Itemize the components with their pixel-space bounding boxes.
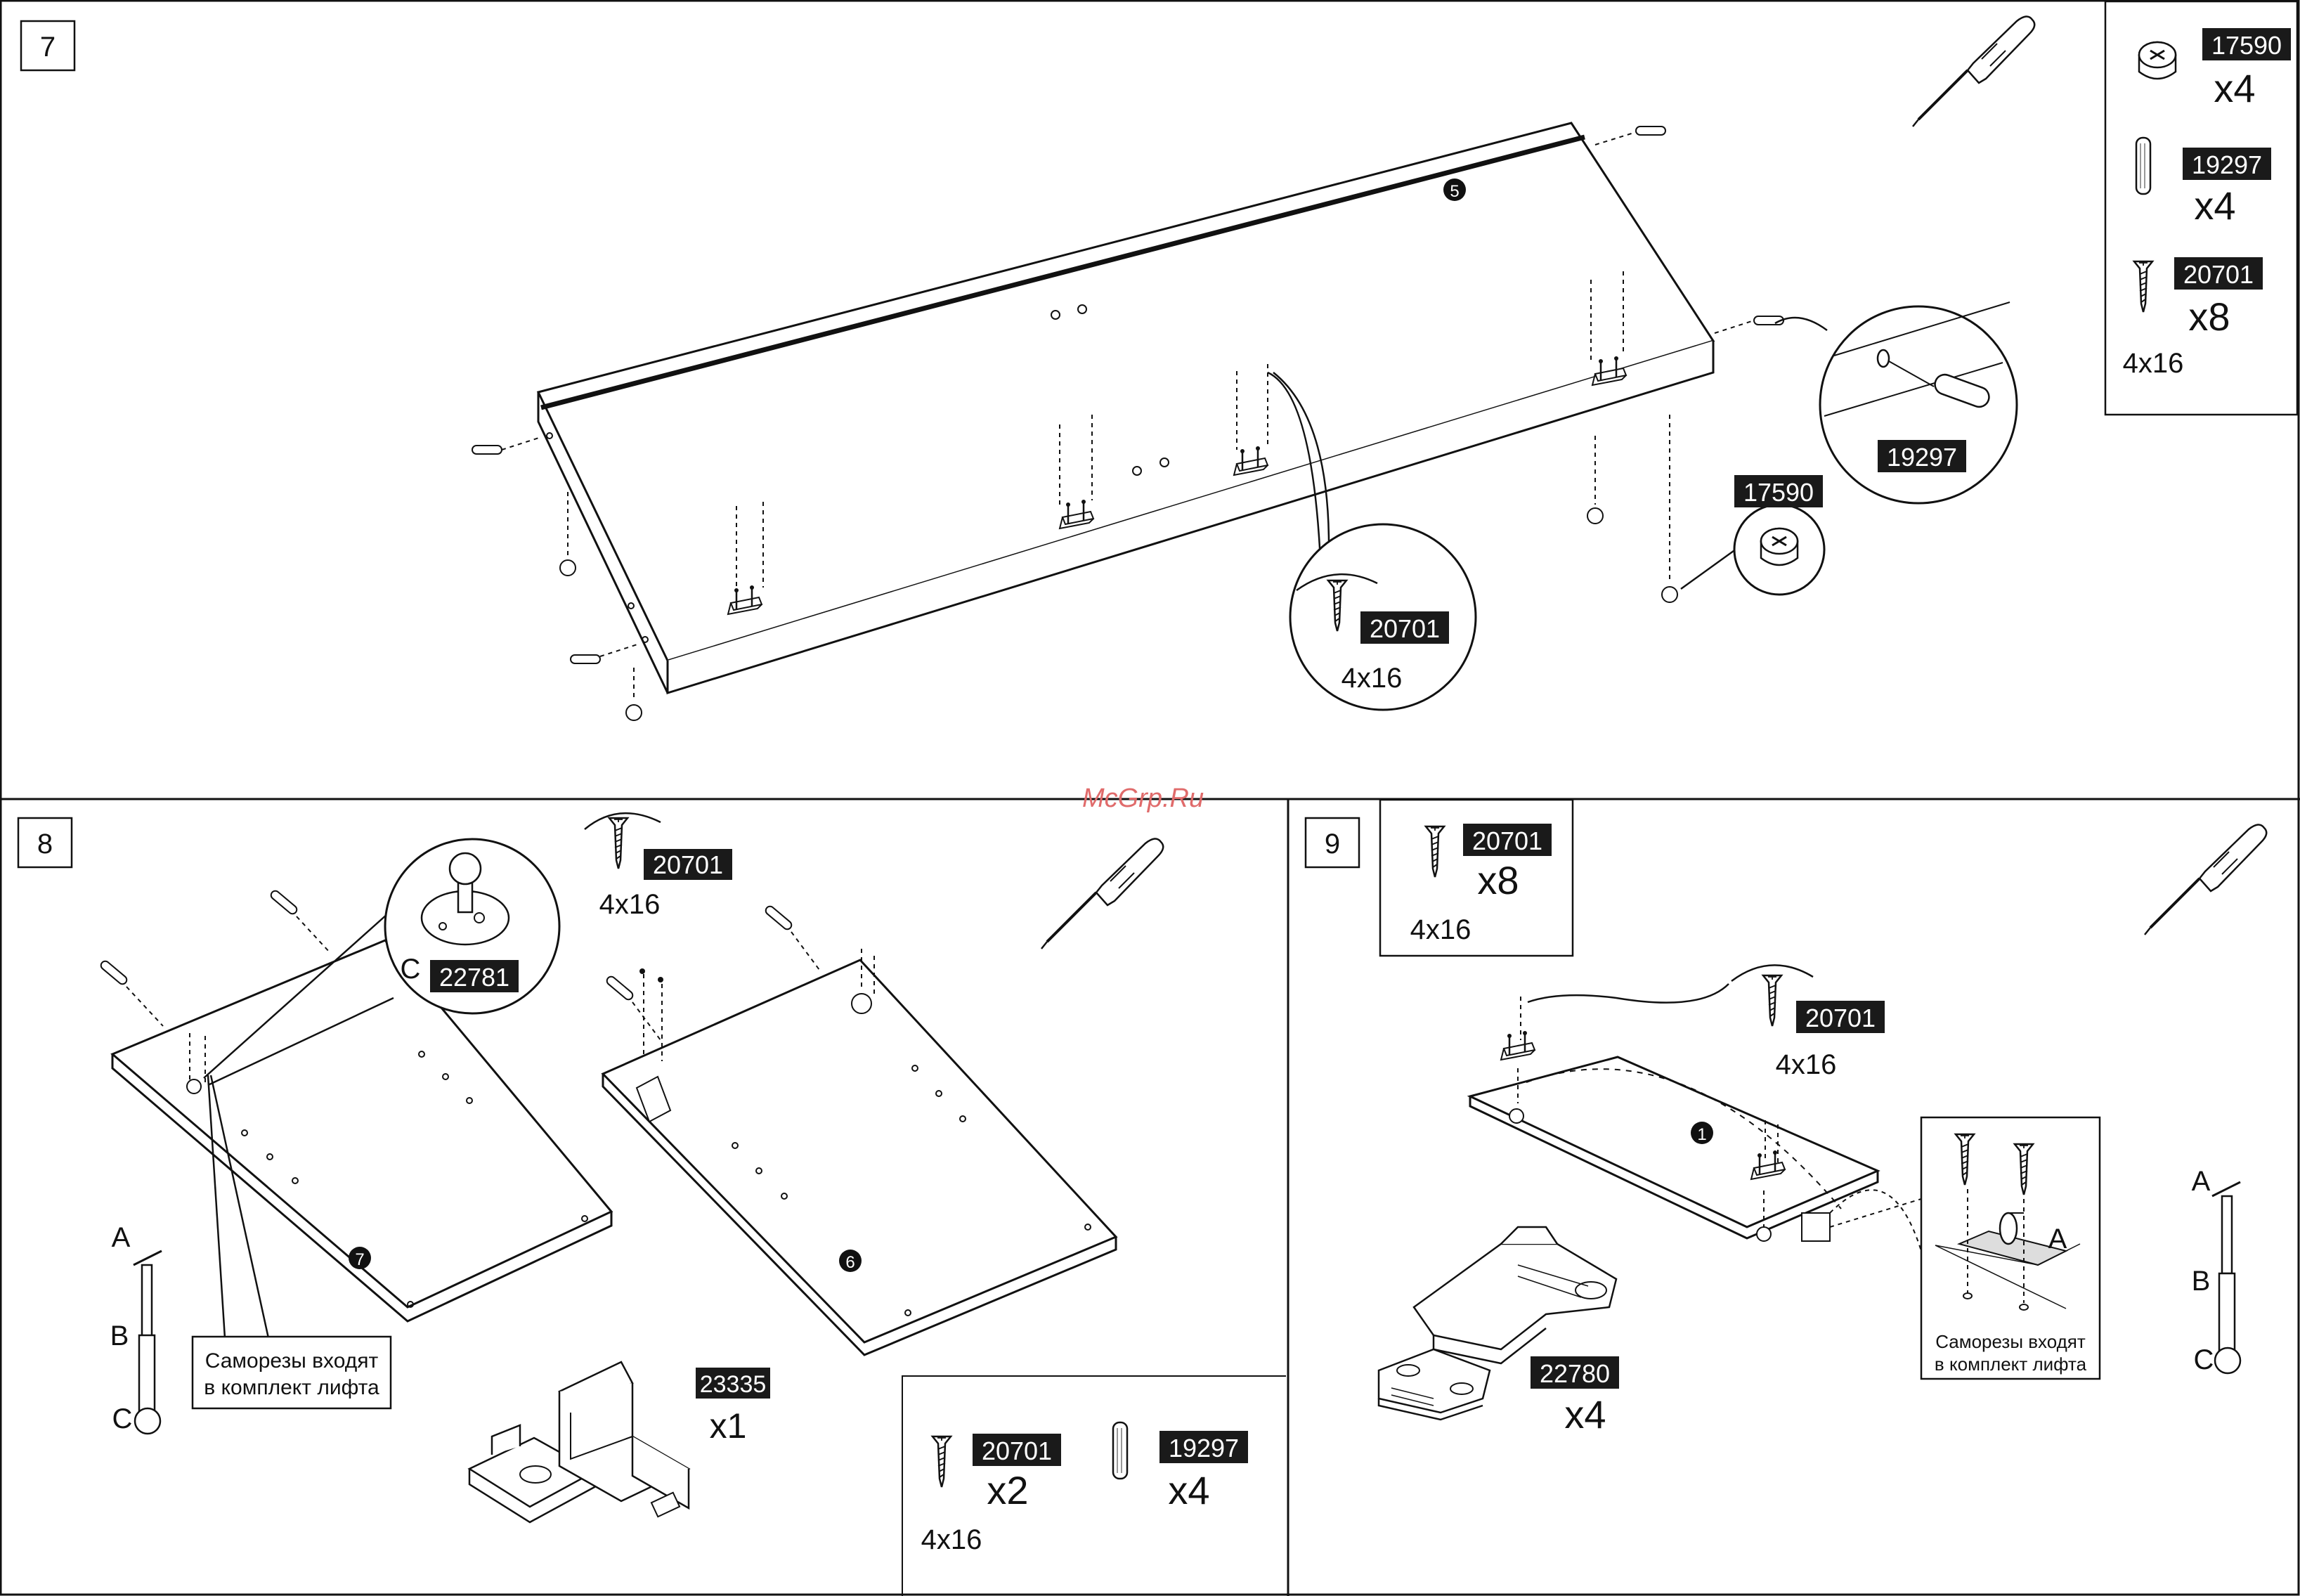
step-9-hardware-box	[1380, 800, 1573, 956]
callout-cam-code: 17590	[1743, 478, 1814, 507]
step-8-screw-size: 4x16	[599, 889, 661, 920]
step-9-number: 9	[1325, 829, 1340, 859]
step-9-screw-code: 20701	[1805, 1004, 1876, 1032]
step-8-hw-screw-size: 4x16	[921, 1524, 982, 1555]
step-8-hw-screw-code: 20701	[982, 1436, 1052, 1465]
step-9-screw-size: 4x16	[1776, 1049, 1837, 1080]
panel-5-id: 5	[1450, 182, 1459, 201]
step-9-hw-screw-qty: x8	[1477, 858, 1519, 902]
hinge-code: 22780	[1540, 1359, 1610, 1388]
callout-screw-code: 20701	[1370, 614, 1440, 643]
watermark: McGrp.Ru	[1082, 784, 1204, 813]
lift-note-line1: Саморезы входят	[205, 1349, 379, 1373]
panel-6-id: 6	[845, 1253, 855, 1272]
callout-screw-size: 4x16	[1341, 663, 1403, 694]
panel-1-id: 1	[1697, 1125, 1706, 1144]
step-7-number: 7	[40, 32, 56, 63]
lift-label-c: C	[2194, 1344, 2214, 1375]
detail-letter-a: A	[2048, 1224, 2067, 1254]
step-9-hw-screw-size: 4x16	[1410, 914, 1471, 945]
dowel-icon	[1113, 1422, 1127, 1479]
detail-note-line2: в комплект лифта	[1935, 1354, 2087, 1375]
code-20701: 20701	[2183, 260, 2254, 289]
step-9-hw-screw-code: 20701	[1472, 826, 1542, 855]
code-19297: 19297	[2192, 150, 2262, 179]
detail-note-line1: Саморезы входят	[1935, 1331, 2086, 1352]
code-17590: 17590	[2211, 31, 2282, 60]
hinge-qty: x4	[1564, 1392, 1606, 1436]
step-8-screw-code: 20701	[653, 850, 723, 879]
step-8-number: 8	[37, 829, 53, 859]
panel-7-id: 7	[355, 1250, 364, 1269]
lift-label-a: A	[112, 1222, 131, 1253]
lift-label-b: B	[2192, 1266, 2211, 1297]
step-8-hw-dowel-qty: x4	[1168, 1468, 1209, 1512]
callout-dowel-circle	[1820, 306, 2017, 503]
lift-note-line2: в комплект лифта	[204, 1376, 379, 1399]
mount-code: 22781	[439, 963, 509, 992]
callout-dowel-code: 19297	[1887, 443, 1957, 472]
mount-letter: C	[401, 954, 421, 985]
cam-lock-icon	[2139, 42, 2176, 79]
lift-label-b: B	[110, 1321, 129, 1351]
bracket-qty: x1	[710, 1406, 747, 1446]
qty-19297: x4	[2194, 183, 2235, 228]
step-8-hw-screw-qty: x2	[987, 1468, 1028, 1512]
lift-label-a: A	[2192, 1166, 2211, 1197]
cam-lock-icon	[1761, 528, 1798, 565]
qty-20701: x8	[2188, 294, 2230, 339]
bracket-code: 23335	[700, 1371, 767, 1398]
dowel-icon	[2136, 138, 2150, 194]
step-8-hw-dowel-code: 19297	[1169, 1434, 1239, 1462]
qty-17590: x4	[2214, 66, 2255, 110]
lift-label-c: C	[112, 1403, 133, 1434]
size-20701: 4x16	[2123, 348, 2184, 379]
